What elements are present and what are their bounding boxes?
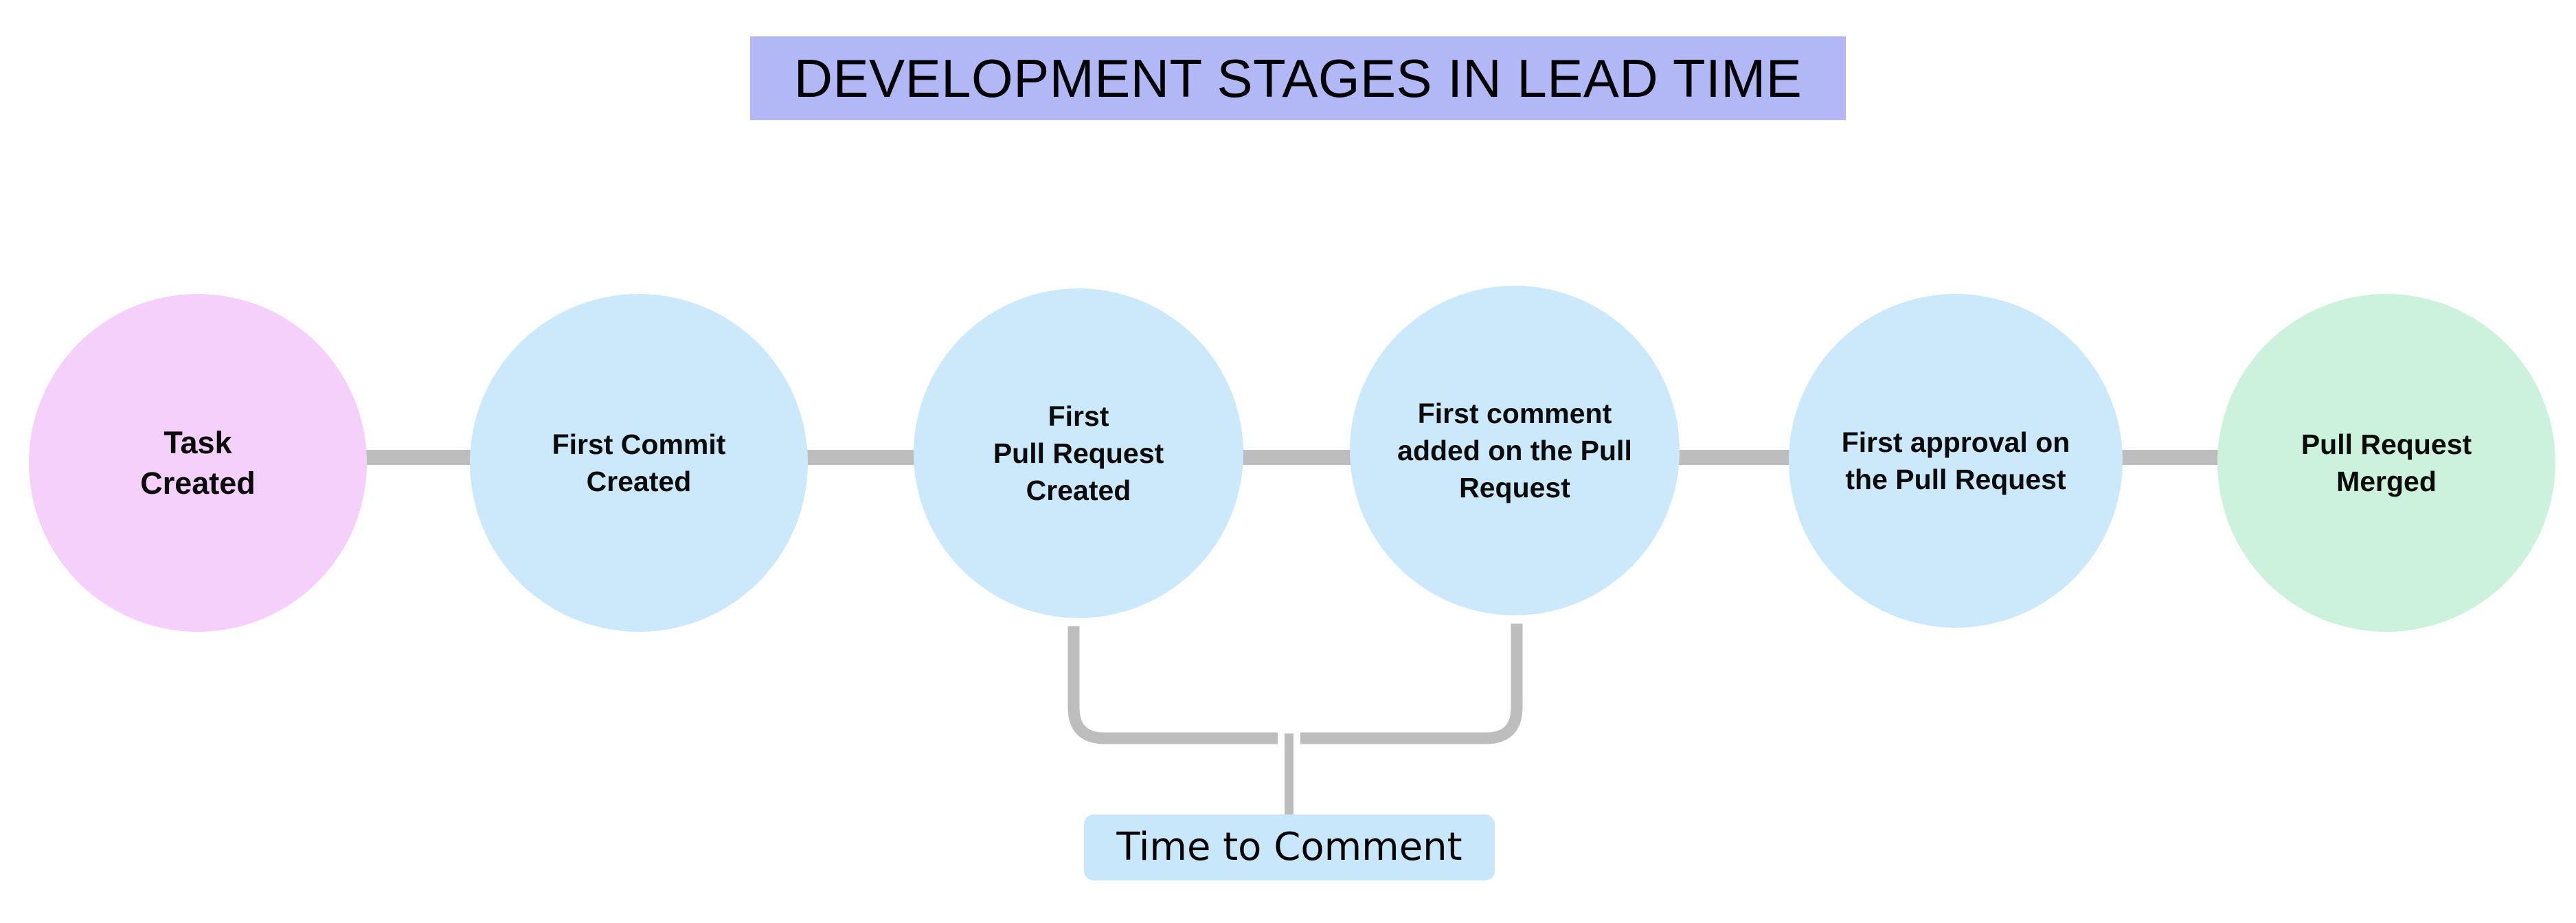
connector-first-approval-to-merged xyxy=(2114,450,2226,465)
connector-first-comment-to-first-approval xyxy=(1671,450,1798,465)
metric-bracket-left-branch xyxy=(1067,626,1278,744)
metric-label-text: Time to Comment xyxy=(1116,825,1462,869)
stage-node-first-approval[interactable]: First approval on the Pull Request xyxy=(1789,294,2123,628)
stage-node-task-created[interactable]: Task Created xyxy=(29,294,367,632)
connector-first-commit-to-first-pull-request xyxy=(799,450,923,465)
metric-bracket-stem xyxy=(1285,733,1293,817)
stage-node-label: First approval on the Pull Request xyxy=(1841,426,2070,495)
connector-first-pull-request-to-first-comment xyxy=(1235,450,1359,465)
stage-node-first-pull-request[interactable]: First Pull Request Created xyxy=(914,288,1243,618)
stage-node-label: First Pull Request Created xyxy=(993,400,1164,507)
stage-node-label: Pull Request Merged xyxy=(2301,428,2472,497)
stage-node-label: Task Created xyxy=(140,424,256,501)
metric-label-time-to-comment[interactable]: Time to Comment xyxy=(1084,814,1495,880)
stage-node-pull-request-merged[interactable]: Pull Request Merged xyxy=(2217,294,2555,632)
metric-bracket-right-branch xyxy=(1300,624,1523,744)
stage-node-first-comment[interactable]: First comment added on the Pull Request xyxy=(1350,286,1680,615)
stage-node-label: First Commit Created xyxy=(552,428,726,497)
diagram-title-banner: DEVELOPMENT STAGES IN LEAD TIME xyxy=(750,36,1846,120)
connector-task-created-to-first-commit xyxy=(357,450,478,465)
stage-node-first-commit[interactable]: First Commit Created xyxy=(470,294,808,632)
page-title: DEVELOPMENT STAGES IN LEAD TIME xyxy=(793,48,1803,109)
stage-node-label: First comment added on the Pull Request xyxy=(1397,397,1632,504)
